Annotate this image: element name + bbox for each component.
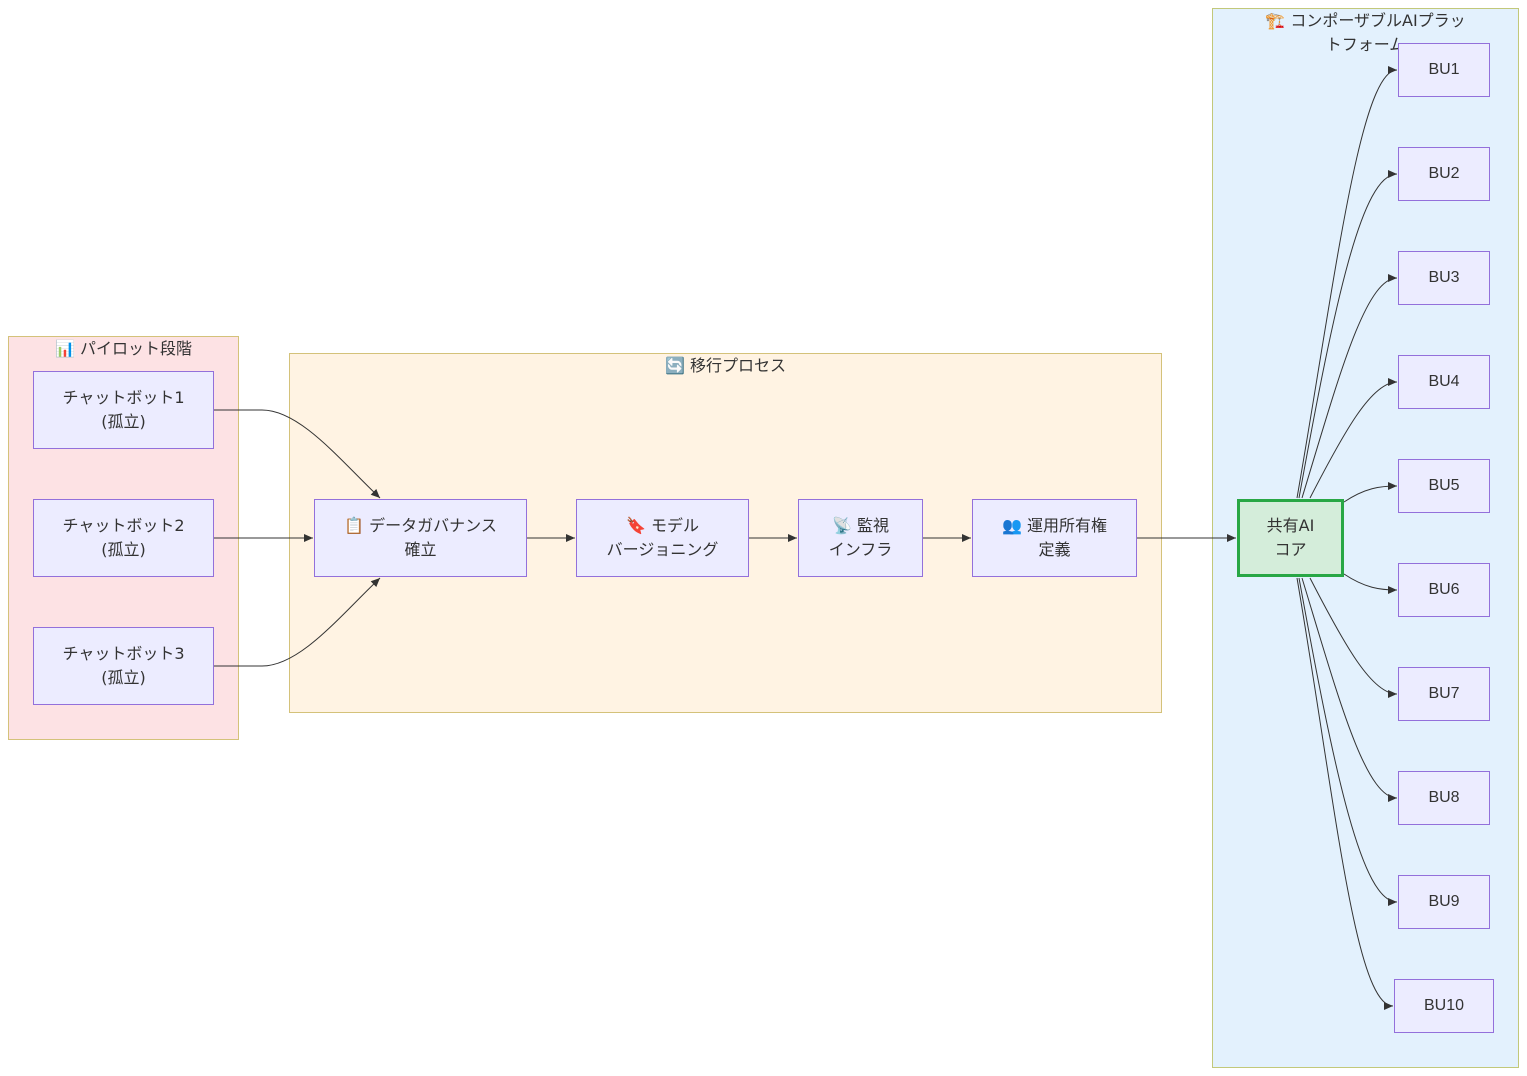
node-monitoring-infra-line2: インフラ xyxy=(828,540,893,559)
node-shared-ai-core: 共有AI コア xyxy=(1237,499,1344,577)
node-chatbot3-line1: チャットボット3 xyxy=(62,644,185,663)
edge-chatbot1-governance xyxy=(214,409,381,499)
edge-core-bu5 xyxy=(1343,482,1398,503)
edge-core-bu8 xyxy=(1301,577,1398,802)
node-operational-ownership: 👥 運用所有権 定義 xyxy=(972,499,1137,577)
node-bu9: BU9 xyxy=(1398,875,1490,929)
node-operational-ownership-line1: 👥 運用所有権 xyxy=(1001,516,1107,535)
node-shared-ai-core-line1: 共有AI xyxy=(1266,516,1315,535)
cluster-platform-title-line2: トフォーム xyxy=(1325,35,1406,54)
node-model-versioning-line2: バージョニング xyxy=(606,540,719,559)
edge-core-bu4 xyxy=(1309,378,1398,499)
cluster-pilot-title: 📊 パイロット段階 xyxy=(54,339,192,358)
node-bu10: BU10 xyxy=(1394,979,1494,1033)
node-bu7: BU7 xyxy=(1398,667,1490,721)
node-bu1: BU1 xyxy=(1398,43,1490,97)
node-operational-ownership-line2: 定義 xyxy=(1038,540,1071,559)
node-data-governance: 📋 データガバナンス 確立 xyxy=(314,499,527,577)
cluster-platform-title-line1: 🏗️ コンポーザブルAIプラッ xyxy=(1265,11,1466,30)
node-chatbot1-line2: (孤立) xyxy=(101,412,146,431)
node-chatbot2: チャットボット2 (孤立) xyxy=(33,499,214,577)
node-bu3: BU3 xyxy=(1398,251,1490,305)
node-data-governance-line1: 📋 データガバナンス xyxy=(344,516,497,535)
node-monitoring-infra: 📡 監視 インフラ xyxy=(798,499,923,577)
edge-core-bu10 xyxy=(1296,577,1394,1010)
edge-core-bu9 xyxy=(1298,577,1398,906)
node-bu8: BU8 xyxy=(1398,771,1490,825)
node-bu2: BU2 xyxy=(1398,147,1490,201)
node-model-versioning: 🔖 モデル バージョニング xyxy=(576,499,749,577)
node-chatbot2-line1: チャットボット2 xyxy=(62,516,185,535)
node-bu5: BU5 xyxy=(1398,459,1490,513)
edge-core-bu1 xyxy=(1296,66,1398,499)
node-monitoring-infra-line1: 📡 監視 xyxy=(831,516,889,535)
edge-core-bu3 xyxy=(1301,274,1398,499)
node-shared-ai-core-line2: コア xyxy=(1274,540,1307,559)
node-chatbot1-line1: チャットボット1 xyxy=(62,388,185,407)
node-bu6: BU6 xyxy=(1398,563,1490,617)
edge-core-bu2 xyxy=(1298,170,1398,499)
node-chatbot3-line2: (孤立) xyxy=(101,668,146,687)
node-chatbot3: チャットボット3 (孤立) xyxy=(33,627,214,705)
edge-core-bu6 xyxy=(1343,573,1398,594)
node-bu4: BU4 xyxy=(1398,355,1490,409)
node-chatbot1: チャットボット1 (孤立) xyxy=(33,371,214,449)
node-data-governance-line2: 確立 xyxy=(404,540,437,559)
node-model-versioning-line1: 🔖 モデル xyxy=(625,516,699,535)
edge-chatbot3-governance xyxy=(214,577,381,667)
edge-core-bu7 xyxy=(1309,577,1398,698)
cluster-migration-title: 🔄 移行プロセス xyxy=(664,356,786,375)
node-chatbot2-line2: (孤立) xyxy=(101,540,146,559)
